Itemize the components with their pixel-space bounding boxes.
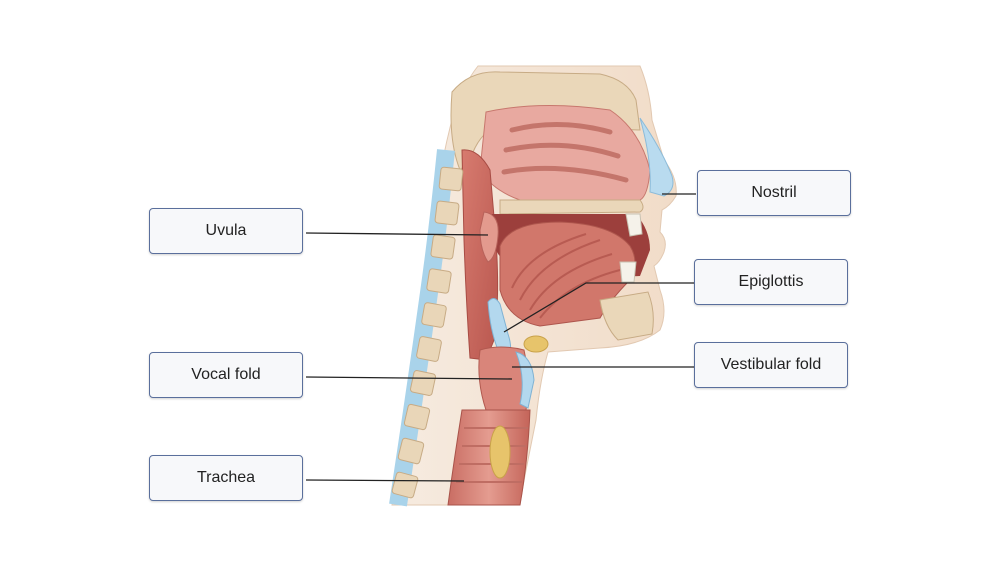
label-uvula[interactable]: Uvula	[149, 208, 303, 254]
trachea-leader	[305, 479, 465, 482]
thyroid-gland	[489, 425, 511, 479]
label-trachea-text: Trachea	[196, 469, 256, 486]
nose-cartilage	[639, 117, 674, 197]
vocal-fold-leader	[305, 376, 513, 380]
lower-teeth	[619, 261, 637, 283]
label-vestibular-fold[interactable]: Vestibular fold	[694, 342, 848, 388]
label-trachea[interactable]: Trachea	[149, 455, 303, 501]
uvula-leader	[305, 232, 489, 236]
epiglottis-leader	[503, 282, 694, 333]
label-vocal-fold-text: Vocal fold	[191, 366, 261, 383]
label-vestibular-fold-text: Vestibular fold	[720, 356, 822, 373]
label-vocal-fold[interactable]: Vocal fold	[149, 352, 303, 398]
label-epiglottis[interactable]: Epiglottis	[694, 259, 848, 305]
label-nostril[interactable]: Nostril	[697, 170, 851, 216]
uvula-shape	[479, 211, 499, 263]
hyoid-gland	[523, 335, 549, 353]
label-uvula-text: Uvula	[205, 222, 247, 239]
vertebral-column	[389, 149, 464, 507]
label-nostril-text: Nostril	[751, 184, 797, 201]
leader-lines	[305, 193, 696, 482]
thyroid-cartilage	[515, 351, 535, 409]
label-epiglottis-text: Epiglottis	[738, 273, 804, 290]
upper-teeth	[625, 213, 643, 237]
mandible	[599, 291, 654, 341]
hard-palate	[499, 199, 644, 215]
trachea-shape	[447, 409, 531, 506]
nasal-conchae	[501, 121, 629, 183]
tongue-muscle-fibers	[511, 233, 621, 319]
